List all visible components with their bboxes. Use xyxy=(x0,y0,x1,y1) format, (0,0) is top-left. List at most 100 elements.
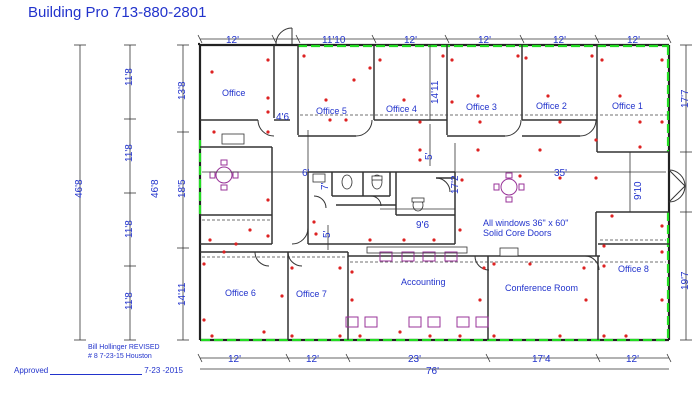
outlet-marker xyxy=(368,66,372,70)
outlet-marker xyxy=(624,334,628,338)
room-office-6: Office 6 xyxy=(225,288,256,298)
outlet-marker xyxy=(594,176,598,180)
dim-office-4-height: 14'11 xyxy=(430,80,441,104)
dim-corridor-35: 35' xyxy=(554,168,567,179)
outlet-marker xyxy=(234,242,238,246)
revision-line-1: Bill Hollinger REVISED xyxy=(88,344,160,351)
restroom-fixtures xyxy=(221,133,519,257)
outlet-marker xyxy=(314,232,318,236)
outlet-marker xyxy=(558,120,562,124)
outlet-marker xyxy=(212,130,216,134)
dim-overall-width: 76' xyxy=(426,366,439,377)
revision-note: Bill Hollinger REVISED # 8 7-23-15 Houst… xyxy=(88,343,160,361)
room-office-5: Office 5 xyxy=(316,106,347,116)
outlet-marker xyxy=(660,224,664,228)
room-office-2: Office 2 xyxy=(536,101,567,111)
dim-right-2: 9'10 xyxy=(633,181,644,200)
outlet-marker xyxy=(290,334,294,338)
outlet-marker xyxy=(660,298,664,302)
outlet-marker xyxy=(418,148,422,152)
dim-5-upper: 5' xyxy=(424,152,435,160)
outlet-marker xyxy=(602,264,606,268)
dim-left-outer-total: 46'8 xyxy=(74,179,85,198)
outlet-marker xyxy=(338,334,342,338)
dim-17-2: 17'2 xyxy=(450,175,461,194)
outlet-marker xyxy=(338,266,342,270)
outlet-marker xyxy=(584,298,588,302)
dim-right-3: 19'7 xyxy=(680,271,691,290)
dim-top-2: 11'10 xyxy=(322,35,346,46)
dim-bottom-2: 12' xyxy=(306,354,319,365)
room-office-1: Office 1 xyxy=(612,101,643,111)
outlet-marker xyxy=(518,174,522,178)
dim-left-inner-2: 18'5 xyxy=(177,179,188,198)
outlet-marker xyxy=(418,120,422,124)
outlet-marker xyxy=(524,56,528,60)
outlet-marker xyxy=(402,98,406,102)
accounting-counter xyxy=(366,246,468,254)
room-office-4: Office 4 xyxy=(386,104,417,114)
dim-top-6: 12' xyxy=(627,35,640,46)
outlet-marker xyxy=(266,130,270,134)
outlet-marker xyxy=(248,228,252,232)
dim-5-lower: 5' xyxy=(322,230,333,238)
ceiling-lines xyxy=(202,114,668,263)
vertical-dimension-labels: 46'8 11'8 11'8 11'8 11'8 46'8 13'8 18'5 … xyxy=(74,68,691,310)
outlet-marker xyxy=(638,145,642,149)
outlet-marker xyxy=(478,298,482,302)
note-doors: Solid Core Doors xyxy=(483,228,552,238)
outlet-marker xyxy=(582,266,586,270)
room-office-3: Office 3 xyxy=(466,102,497,112)
dim-left-inner-total: 46'8 xyxy=(150,179,161,198)
outlet-marker xyxy=(262,330,266,334)
outlet-marker xyxy=(458,334,462,338)
dimension-labels: 12' 11'10 12' 12' 12' 12' 12' 12' 23' 17… xyxy=(226,35,640,377)
outlet-markers xyxy=(202,54,664,338)
outlet-marker xyxy=(344,118,348,122)
outlet-marker xyxy=(378,58,382,62)
outlet-marker xyxy=(266,110,270,114)
dim-left-outer-3: 11'8 xyxy=(124,220,135,238)
outlet-marker xyxy=(610,214,614,218)
outlet-marker xyxy=(638,120,642,124)
room-labels: Office Office 5 Office 4 Office 3 Office… xyxy=(222,88,649,299)
dim-bottom-1: 12' xyxy=(228,354,241,365)
outlet-marker xyxy=(600,58,604,62)
outlet-marker xyxy=(460,178,464,182)
dimension-ticks xyxy=(74,34,692,363)
outlet-marker xyxy=(660,58,664,62)
dim-4-6: 4'6 xyxy=(276,112,289,123)
outlet-marker xyxy=(450,100,454,104)
header-title: Building Pro 713-880-2801 xyxy=(28,4,207,21)
outlet-marker xyxy=(476,94,480,98)
outlet-marker xyxy=(266,198,270,202)
outlet-marker xyxy=(450,58,454,62)
dim-top-4: 12' xyxy=(478,35,491,46)
outlet-marker xyxy=(660,120,664,124)
outlet-marker xyxy=(302,54,306,58)
outlet-marker xyxy=(478,120,482,124)
outlet-marker xyxy=(202,262,206,266)
outlet-marker xyxy=(558,334,562,338)
outlet-marker xyxy=(594,138,598,142)
outlet-marker xyxy=(402,238,406,242)
outlet-marker xyxy=(602,334,606,338)
dim-top-1: 12' xyxy=(226,35,239,46)
outlet-marker xyxy=(528,262,532,266)
outlet-marker xyxy=(441,54,445,58)
outlet-marker xyxy=(398,330,402,334)
room-accounting: Accounting xyxy=(401,277,446,287)
dim-top-5: 12' xyxy=(553,35,566,46)
dim-left-outer-1: 11'8 xyxy=(124,68,135,86)
dim-right-1: 17'7 xyxy=(680,89,691,108)
dim-9-6: 9'6 xyxy=(416,220,429,231)
outlet-marker xyxy=(202,318,206,322)
furniture xyxy=(209,159,525,328)
outlet-marker xyxy=(538,148,542,152)
room-office: Office xyxy=(222,88,245,98)
dim-7: 7' xyxy=(320,182,331,190)
outlet-marker xyxy=(492,262,496,266)
dim-left-inner-3: 14'11 xyxy=(177,282,188,306)
outlet-marker xyxy=(328,118,332,122)
outlet-marker xyxy=(210,70,214,74)
